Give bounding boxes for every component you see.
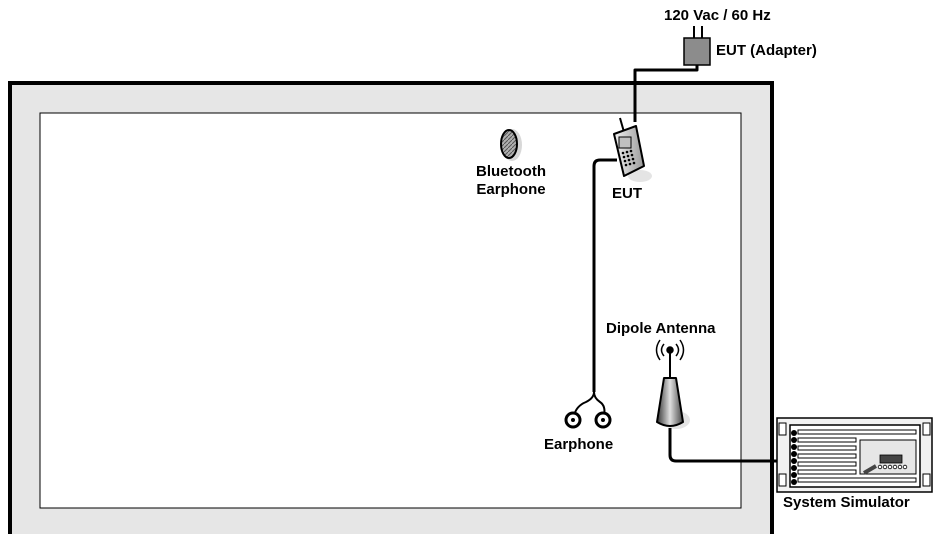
- earphone-icon: [564, 391, 612, 429]
- adapter-label: EUT (Adapter): [716, 42, 817, 59]
- power-plug-icon: [693, 26, 703, 38]
- eut-label: EUT: [612, 185, 642, 202]
- system-simulator-icon: [776, 417, 933, 493]
- phone-icon: [613, 117, 652, 182]
- adapter-cable: [633, 65, 699, 122]
- radio-waves-icon: [655, 339, 685, 361]
- dipole-antenna-label: Dipole Antenna: [606, 320, 716, 337]
- bluetooth-earphone-icon: [500, 129, 522, 161]
- antenna-cable: [668, 428, 790, 463]
- chamber-inner-area: [39, 112, 742, 509]
- bluetooth-earphone-label-line1: Bluetooth: [476, 163, 546, 180]
- earphone-label: Earphone: [544, 436, 614, 453]
- power-source-label: 120 Vac / 60 Hz: [664, 7, 771, 24]
- test-chamber: [8, 81, 774, 534]
- antenna-icon: [656, 353, 690, 429]
- bluetooth-earphone-label: Bluetooth Earphone: [464, 163, 558, 199]
- adapter-icon: [683, 37, 711, 66]
- earphone-cable: [592, 158, 617, 392]
- bluetooth-earphone-label-line2: Earphone: [476, 181, 546, 198]
- system-simulator-label: System Simulator: [783, 494, 910, 511]
